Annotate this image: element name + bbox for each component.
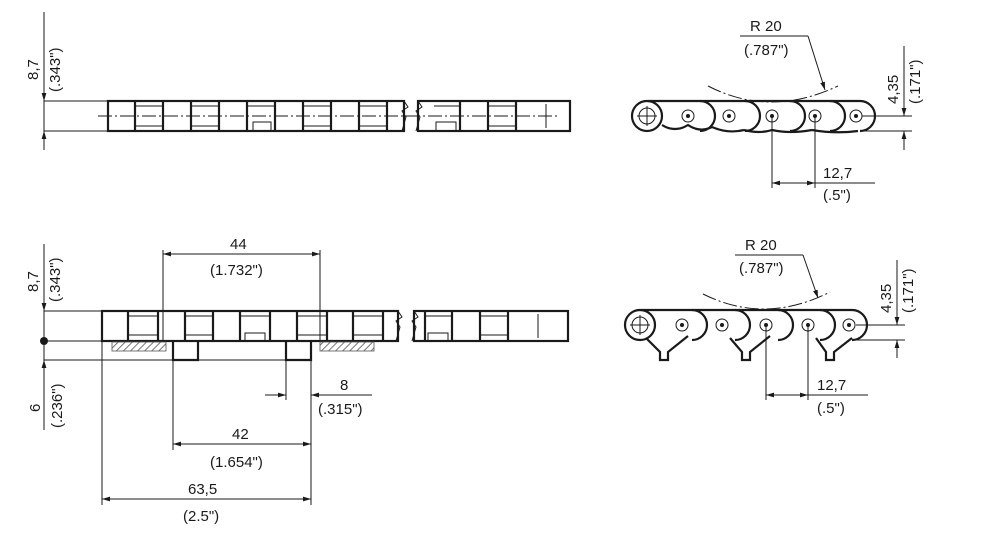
bottom-left-overall-dim: 63,5 (2.5") (183, 481, 219, 525)
svg-text:8: 8 (340, 377, 348, 394)
svg-text:(.787"): (.787") (744, 42, 789, 59)
bottom-right-profile-view: R 20 (.787") 4,35 (.171") (623, 237, 917, 417)
bottom-left-tab-spacing-dim: 42 (1.654") (210, 426, 263, 471)
svg-text:4,35: 4,35 (878, 284, 895, 313)
svg-text:(.5"): (.5") (817, 400, 845, 417)
svg-text:8,7: 8,7 (25, 59, 42, 80)
top-right-profile-view: R 20 (.787") 4,35 (.171") (630, 18, 924, 204)
svg-text:R 20: R 20 (745, 237, 777, 254)
svg-text:(.343"): (.343") (47, 47, 64, 92)
bottom-right-pitch-dim: 12,7 (.5") (817, 377, 846, 417)
svg-text:R 20: R 20 (750, 18, 782, 35)
bottom-left-tab-height-dim: 6 (.236") (27, 383, 66, 428)
bottom-right-radius-dim: R 20 (.787") (739, 237, 784, 277)
svg-text:44: 44 (230, 236, 247, 253)
svg-text:(.315"): (.315") (318, 401, 363, 418)
top-left-height-dim: 8,7 (.343") (25, 47, 64, 92)
bottom-left-span-dim: 44 (1.732") (210, 236, 263, 279)
svg-text:42: 42 (232, 426, 249, 443)
bottom-left-height-dim: 8,7 (.343") (25, 257, 64, 302)
svg-text:12,7: 12,7 (823, 165, 852, 182)
top-right-offset-dim: 4,35 (.171") (885, 59, 924, 104)
bottom-left-tab-width-dim: 8 (.315") (318, 377, 363, 418)
svg-text:6: 6 (27, 404, 44, 412)
svg-text:4,35: 4,35 (885, 75, 902, 104)
svg-text:12,7: 12,7 (817, 377, 846, 394)
bottom-right-offset-dim: 4,35 (.171") (878, 268, 917, 313)
svg-text:(.171"): (.171") (900, 268, 917, 313)
svg-text:(1.732"): (1.732") (210, 262, 263, 279)
top-left-side-view: 8,7 (.343") (25, 12, 572, 150)
svg-text:(2.5"): (2.5") (183, 508, 219, 525)
svg-text:(.236"): (.236") (49, 383, 66, 428)
svg-text:63,5: 63,5 (188, 481, 217, 498)
svg-text:(.171"): (.171") (907, 59, 924, 104)
bottom-left-side-view: 8,7 (.343") 6 (.236") 44 (1.732") (25, 236, 570, 525)
svg-text:8,7: 8,7 (25, 271, 42, 292)
svg-text:(1.654"): (1.654") (210, 454, 263, 471)
svg-text:(.5"): (.5") (823, 187, 851, 204)
svg-text:(.343"): (.343") (47, 257, 64, 302)
top-right-radius-dim: R 20 (.787") (744, 18, 789, 59)
top-right-pitch-dim: 12,7 (.5") (823, 165, 852, 204)
svg-text:(.787"): (.787") (739, 260, 784, 277)
